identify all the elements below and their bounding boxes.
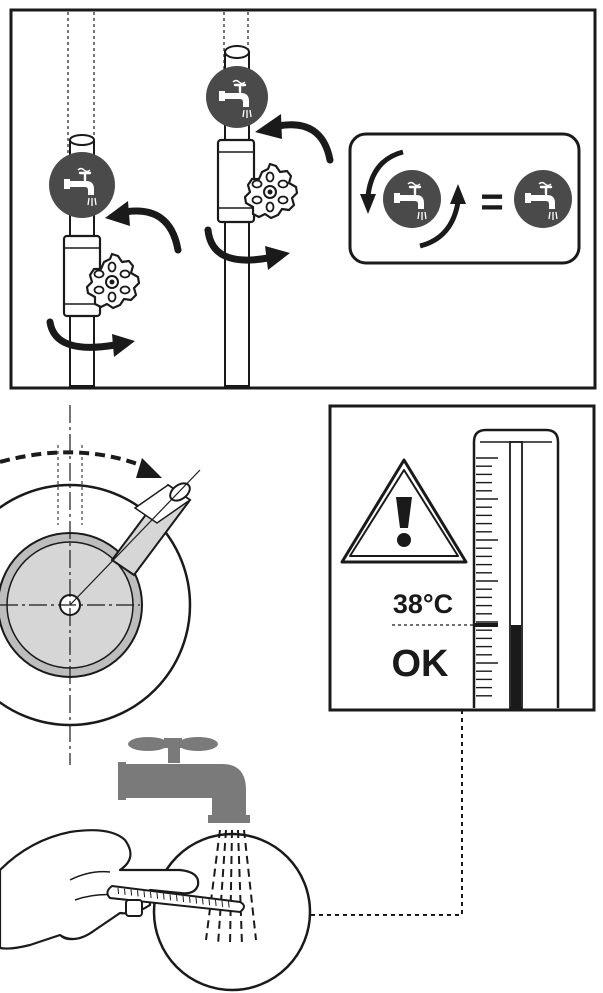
probe-tick — [183, 896, 184, 902]
probe-tick — [190, 897, 191, 903]
rotation-arrow-icon — [0, 452, 148, 468]
rotation-equation-inset: = — [350, 134, 579, 263]
probe-tick — [177, 895, 178, 901]
probe-tick — [151, 892, 152, 898]
probe-tick — [216, 900, 217, 906]
probe-tick — [157, 893, 158, 899]
valve-instructions-panel: = — [11, 10, 595, 388]
tap-icon — [118, 737, 250, 823]
probe-tick — [203, 898, 204, 904]
faucet-water-icon — [206, 66, 268, 128]
probe-tick — [229, 902, 230, 908]
probe-tick — [125, 889, 126, 895]
temperature-panel: 38°C OK — [330, 406, 594, 710]
probe-tick — [131, 890, 132, 896]
probe-tick — [118, 888, 119, 894]
probe-tick — [144, 891, 145, 897]
temperature-value: 38°C — [393, 589, 453, 619]
probe-tick — [222, 901, 223, 907]
basin-top-view — [0, 405, 200, 765]
probe-tick — [209, 899, 210, 905]
faucet-water-icon — [49, 152, 115, 218]
connector-line — [305, 710, 462, 915]
probe-tick — [196, 898, 197, 904]
equals-sign: = — [480, 180, 503, 224]
probe-tick — [138, 890, 139, 896]
temperature-status: OK — [392, 643, 450, 685]
probe-tick — [170, 894, 171, 900]
probe-tick — [164, 894, 165, 900]
thermometer-icon — [474, 430, 558, 708]
